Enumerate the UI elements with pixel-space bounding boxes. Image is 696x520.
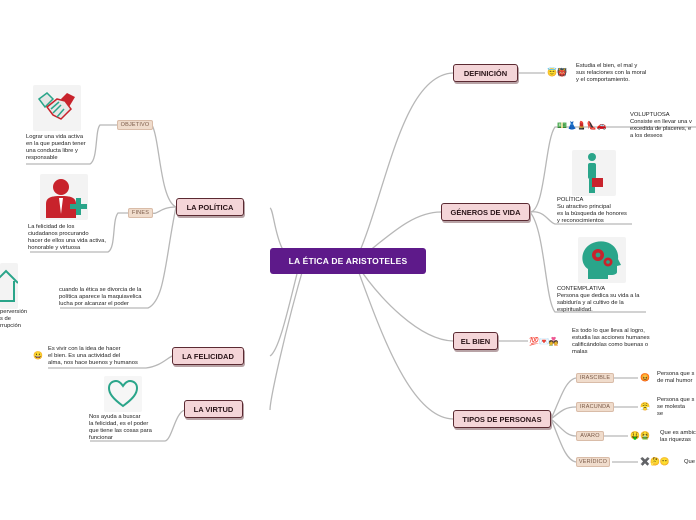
brain-gears-icon <box>578 237 626 283</box>
veridico-icons: ✖️🤔😶 <box>640 457 670 466</box>
central-topic[interactable]: LA ÉTICA DE ARISTOTELES <box>270 248 426 274</box>
maquiavelo-text: cuando la ética se divorcia de la políti… <box>59 287 142 308</box>
avaro-text: Que es ambic las riquezas <box>660 430 696 444</box>
topic-el-bien[interactable]: EL BIEN <box>453 332 498 350</box>
person-plus-icon <box>40 174 88 220</box>
house-icon <box>0 263 18 309</box>
bien-text: Es todo lo que lleva al logro, estudia l… <box>572 328 650 356</box>
felicidad-text: Es vivir con la idea de hacer el bien. E… <box>48 346 138 367</box>
objetivo-text: Lograr una vida activa en la que puedan … <box>26 134 86 162</box>
topic-definicion[interactable]: DEFINICIÓN <box>453 64 518 82</box>
definicion-text: Estudia el bien, el mal y sus relaciones… <box>576 63 646 84</box>
handshake-icon <box>33 85 81 131</box>
person-standing-icon <box>572 150 616 196</box>
topic-la-felicidad[interactable]: LA FELICIDAD <box>172 347 244 365</box>
veridico-text: Que <box>684 459 695 466</box>
voluptuosa-icons: 💵👗💄👠🚗 <box>557 121 607 130</box>
virtud-text: Nos ayuda a buscar la felicidad, es el p… <box>89 414 152 442</box>
subtopic-fines[interactable]: FINES <box>128 208 153 218</box>
heart-outline-icon <box>104 376 142 412</box>
topic-la-virtud[interactable]: LA VIRTUD <box>184 400 243 418</box>
irascible-text: Persona que s de mal humor <box>657 371 694 385</box>
subtopic-avaro[interactable]: AVARO <box>576 431 604 441</box>
subtopic-veridico[interactable]: VERÍDICO <box>576 457 610 467</box>
topic-la-politica[interactable]: LA POLÍTICA <box>176 198 244 216</box>
politica-vida-text: POLÍTICA Su atractivo principal es la bú… <box>557 197 627 225</box>
angel-devil-icons: 😇👹 <box>547 68 567 77</box>
bien-icons: 💯💌💑 <box>529 337 559 346</box>
fines-text: La felicidad de los ciudadanos procurand… <box>28 224 106 252</box>
voluptuosa-text: VOLUPTUOSA Consiste en llevar una v exce… <box>630 112 692 140</box>
topic-tipos-de-personas[interactable]: TIPOS DE PERSONAS <box>453 410 551 428</box>
contemplativa-text: CONTEMPLATIVA Persona que dedica su vida… <box>557 286 640 314</box>
subtopic-iracunda[interactable]: IRACUNDA <box>576 402 614 412</box>
iracunda-text: Persona que s se molesta se <box>657 397 694 418</box>
avaro-icons: 🤑🤮 <box>630 431 650 440</box>
subtopic-irascible[interactable]: IRASCIBLE <box>576 373 614 383</box>
smile-icon: 😀 <box>33 351 43 360</box>
topic-generos-de-vida[interactable]: GÉNEROS DE VIDA <box>441 203 530 221</box>
huffing-icon: 😤 <box>640 402 650 411</box>
subtopic-objetivo[interactable]: OBJETIVO <box>117 120 153 130</box>
angry-icon: 😡 <box>640 373 650 382</box>
perversion-text: perversión s de rrupción <box>0 309 27 330</box>
